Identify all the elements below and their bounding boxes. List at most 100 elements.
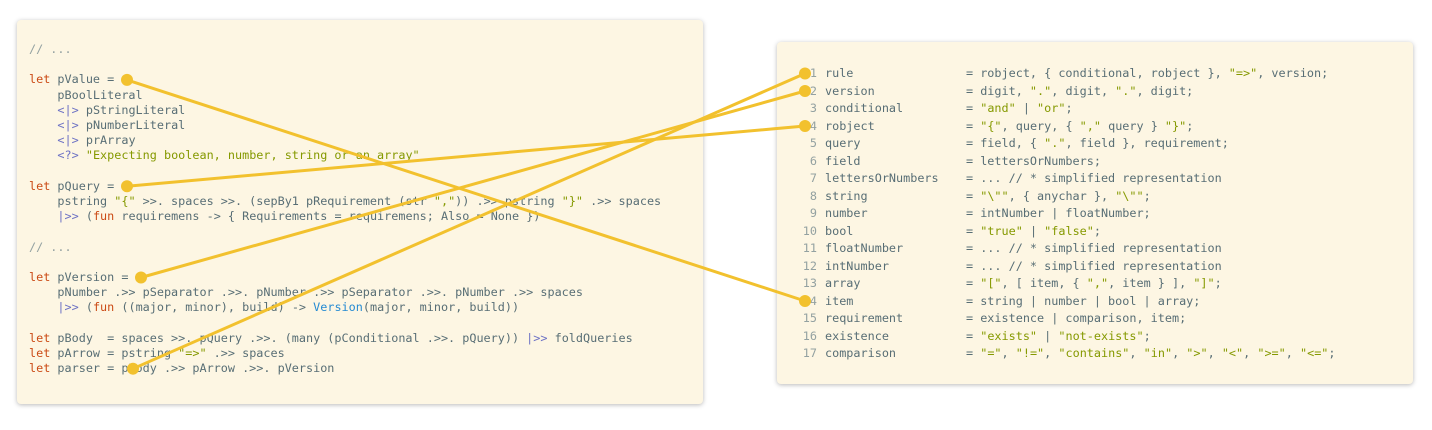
code-token: ( [78,300,93,315]
code-token: <|> [57,133,79,148]
code-token: (major, minor, build)) [362,300,520,315]
code-token: "or" [1037,101,1066,115]
code-token: |>> [57,209,79,224]
rule-number: 13 [802,276,817,290]
code-token: ; [1186,118,1194,133]
code-token: <|> [57,118,79,132]
code-line: pNumber .>> pSeparator .>>. pNumber .>> … [29,285,583,300]
rule-definition: = "{", query, { "," query } "}"; [966,119,1193,133]
code-token: fun [92,209,115,224]
rule-definition: = "=", "!=", "contains", "in", ">", "<",… [966,346,1336,360]
rule-number: 10 [802,223,817,238]
code-token: , digit; [1136,83,1194,98]
code-token: = ... // * simplified representation [966,258,1222,273]
code-token: "exists" [980,328,1038,343]
code-token: "\"" [1115,188,1144,203]
code-token: prArray [78,133,136,148]
code-token: "false" [1044,223,1094,238]
code-token: "." [1029,83,1052,98]
rule-definition: = "true" | "false"; [966,224,1101,238]
code-token: ; [1065,101,1073,115]
code-token: pValue = [50,72,115,87]
rule-definition: = "exists" | "not-exists"; [966,329,1151,343]
code-line: <?> "Expecting boolean, number, string o… [29,148,420,163]
code-token: "=>" [178,346,207,360]
code-token: ">=" [1257,346,1286,360]
rule-definition: = string | number | bool | array; [966,294,1200,308]
code-token: "}" [1164,118,1187,133]
rule-definition: = intNumber | floatNumber; [966,206,1151,220]
rule-definition: = lettersOrNumbers; [966,154,1101,168]
connector-pVersion-version [139,89,807,279]
rule-name: version [825,83,875,98]
code-token: let [29,72,51,87]
code-token: ; [1214,276,1222,290]
rule-definition: = "and" | "or"; [966,101,1073,115]
code-token: "," [433,194,456,208]
code-token: , version; [1257,66,1329,80]
code-token: let [29,178,51,193]
code-token: = lettersOrNumbers; [966,153,1101,168]
code-token: , { anychar }, [1008,188,1116,203]
connector-end-dot [799,295,811,307]
code-token: ; [1093,223,1101,238]
code-token: = [966,101,981,115]
connector-end-dot [799,85,811,97]
code-token: , digit, [1051,83,1116,98]
code-token: foldQueries [547,330,633,345]
connector-pValue-item [125,78,807,303]
code-line: let parser = pBody .>> pArrow .>>. pVers… [29,361,334,376]
code-token: "," [1086,276,1109,290]
rule-definition: = ... // * simplified representation [966,241,1222,255]
rule-name: array [825,276,861,290]
rule-definition: = ... // * simplified representation [966,259,1222,273]
connector-end-dot [799,120,811,132]
code-token: requiremens -> { Requirements = requirem… [114,209,541,224]
rule-name: number [825,206,868,220]
code-token: = ... // * simplified representation [966,241,1222,255]
grammar-rule-robject: 4 robject = "{", query, { "," query } "}"; [793,119,1193,134]
code-token: | [1015,101,1038,115]
code-token: let [29,330,51,345]
code-token: = [966,118,981,133]
code-token: "!=" [1015,346,1045,360]
code-token: <|> [57,102,79,117]
rule-number: 16 [802,328,817,343]
code-token: = robject, { conditional, robject }, [966,66,1229,80]
code-token: , [1129,346,1144,360]
code-token: query } [1100,118,1165,133]
code-token: "=" [980,346,1002,360]
code-line: pBoolLiteral [29,88,142,103]
rule-number: 9 [809,206,817,220]
rule-number: 6 [809,153,817,168]
code-token: "=>" [1228,66,1258,80]
code-token: "<=" [1299,346,1329,360]
rule-definition: = "\"", { anychar }, "\""; [966,189,1151,203]
code-token: .>> spaces [583,194,662,208]
code-token: "}" [561,194,584,208]
rule-name: robject [825,118,875,133]
code-token: let [29,346,51,360]
rule-name: comparison [825,346,897,360]
rule-number: 3 [809,101,817,115]
code-token: = field, { [966,136,1045,150]
code-line: <|> pStringLiteral [29,103,185,118]
code-line: <|> prArray [29,133,136,148]
connector-start-dot [127,362,139,375]
rule-name: query [825,136,861,150]
code-token: pVersion = [50,270,129,284]
code-token: "Expecting boolean, number, string or an… [85,148,420,163]
code-line: // ... [29,42,72,57]
code-token: let [29,361,51,376]
rule-number: 4 [809,118,817,133]
code-token: pQuery = [50,178,115,193]
code-token: "[" [980,276,1002,290]
code-token: ; [1143,328,1151,343]
